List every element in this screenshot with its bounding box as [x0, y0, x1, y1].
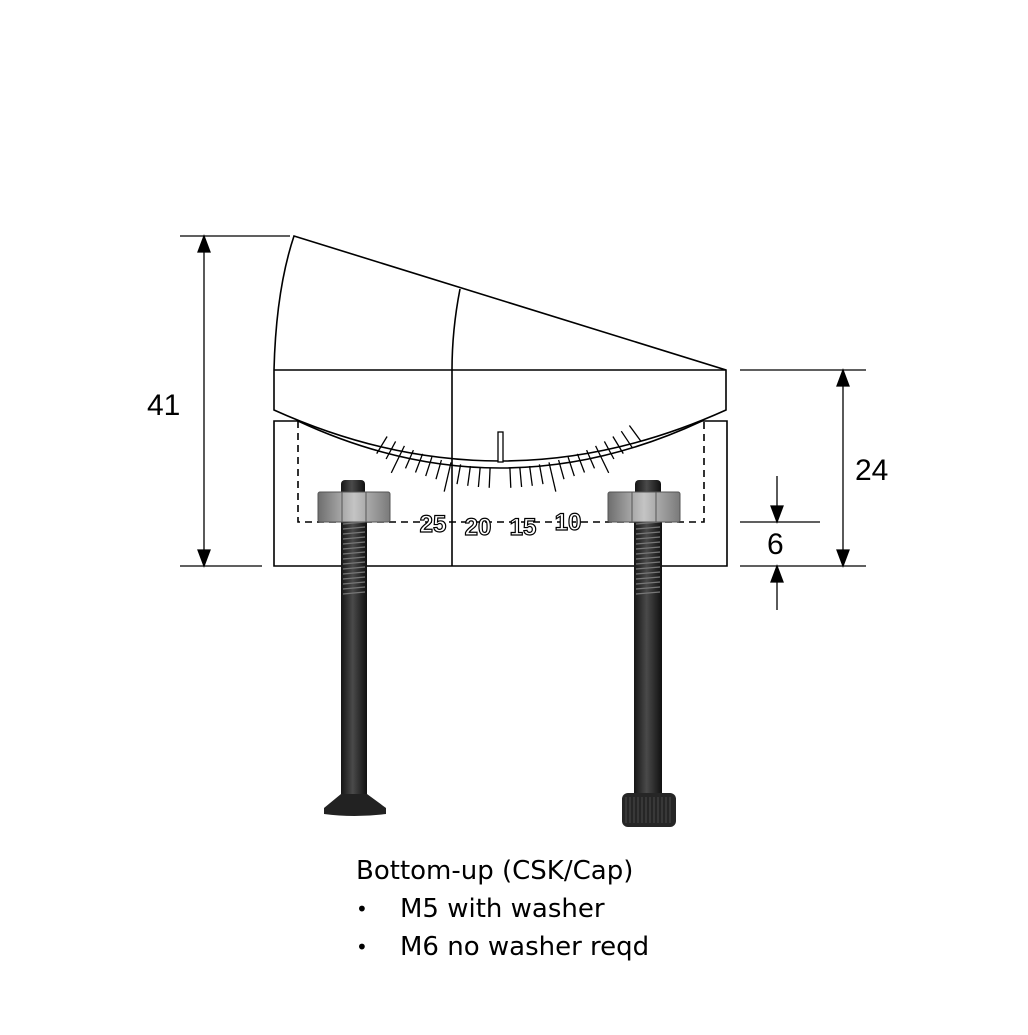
- thread-line: [342, 576, 366, 580]
- scale-tick: [456, 464, 462, 485]
- base-outline: [273, 420, 728, 567]
- thread-line: [342, 566, 366, 570]
- thread-line: [342, 561, 366, 565]
- dimension-body-height: [740, 368, 866, 568]
- scale-tick: [467, 465, 472, 486]
- scale-tick: [425, 456, 433, 477]
- thread-line: [635, 561, 661, 565]
- bolt-threads: [342, 521, 366, 595]
- scale-tick: [612, 436, 624, 454]
- wedge-outline: [273, 235, 727, 462]
- scale-tick: [385, 441, 397, 460]
- hex-nut: [607, 491, 681, 523]
- thread-line: [635, 551, 661, 555]
- zero-index-mark: [497, 431, 504, 463]
- arrowhead-down: [197, 549, 211, 568]
- thread-line: [635, 586, 661, 590]
- hex-nut: [317, 491, 391, 523]
- bolt-socket-cap: [607, 480, 681, 827]
- dimension-label-41: 41: [147, 389, 180, 422]
- arrowhead-down: [770, 505, 784, 524]
- scale-label-25: 25: [420, 511, 447, 538]
- thread-line: [342, 551, 366, 555]
- scale-tick: [488, 467, 491, 488]
- thread-line: [342, 571, 366, 575]
- thread-line: [342, 586, 366, 590]
- bullet-icon: •: [356, 935, 368, 959]
- arrowhead-down: [836, 549, 850, 568]
- hidden-slot-line: [297, 421, 705, 523]
- thread-line: [635, 556, 661, 560]
- scale-tick: [620, 430, 633, 449]
- scale-label-20: 20: [465, 514, 492, 541]
- scale-tick: [477, 467, 481, 488]
- dimension-label-24: 24: [855, 454, 888, 487]
- thread-line: [342, 541, 366, 545]
- scale-tick: [528, 465, 533, 486]
- dimension-slot-depth: [740, 476, 820, 610]
- thread-line: [342, 526, 366, 530]
- scale-label-10: 10: [555, 509, 582, 536]
- scale-label-15: 15: [510, 514, 537, 541]
- wedge-center-arc: [451, 288, 461, 371]
- scale-ticks: [376, 425, 642, 492]
- scale-labels: 25 20 15 10: [419, 508, 582, 541]
- countersunk-head: [324, 794, 386, 816]
- thread-line: [342, 591, 366, 595]
- scale-tick: [519, 467, 523, 488]
- scale-tick: [404, 449, 414, 469]
- angle-scale: [376, 425, 642, 492]
- bullet-icon: •: [356, 897, 368, 921]
- base-block: [273, 420, 728, 567]
- wedge-top: [273, 235, 727, 466]
- thread-line: [342, 581, 366, 585]
- thread-line: [635, 581, 661, 585]
- scale-tick: [595, 445, 610, 474]
- bolt-countersunk: [317, 480, 391, 816]
- scale-tick: [390, 445, 405, 474]
- scale-tick: [567, 456, 575, 477]
- thread-line: [635, 531, 661, 535]
- arrowhead-up: [836, 368, 850, 387]
- thread-line: [635, 591, 661, 595]
- thread-line: [635, 541, 661, 545]
- thread-line: [635, 546, 661, 550]
- scale-tick: [603, 441, 615, 460]
- head-knurling: [625, 797, 671, 823]
- dimension-label-6: 6: [767, 528, 784, 561]
- scale-tick: [576, 453, 586, 473]
- thread-line: [342, 556, 366, 560]
- thread-line: [635, 526, 661, 530]
- arrowhead-up: [197, 234, 211, 253]
- scale-tick: [548, 462, 557, 492]
- scale-tick: [443, 462, 452, 492]
- scale-tick: [557, 459, 565, 480]
- caption-block: Bottom-up (CSK/Cap) • M5 with washer • M…: [356, 852, 649, 966]
- scale-tick: [628, 425, 642, 442]
- caption-title: Bottom-up (CSK/Cap): [356, 856, 634, 886]
- thread-line: [342, 531, 366, 535]
- scale-tick: [509, 467, 512, 488]
- thread-line: [635, 566, 661, 570]
- thread-line: [635, 571, 661, 575]
- caption-item: • M5 with washer: [356, 890, 649, 928]
- thread-line: [342, 546, 366, 550]
- dimension-overall-height: [180, 234, 290, 568]
- scale-tick: [586, 449, 596, 469]
- scale-tick: [538, 464, 544, 485]
- scale-tick: [435, 459, 443, 480]
- scale-tick: [414, 453, 424, 473]
- scale-tick: [376, 436, 388, 454]
- thread-line: [635, 536, 661, 540]
- thread-line: [635, 576, 661, 580]
- thread-line: [342, 536, 366, 540]
- arrowhead-up: [770, 564, 784, 583]
- caption-item: • M6 no washer reqd: [356, 928, 649, 966]
